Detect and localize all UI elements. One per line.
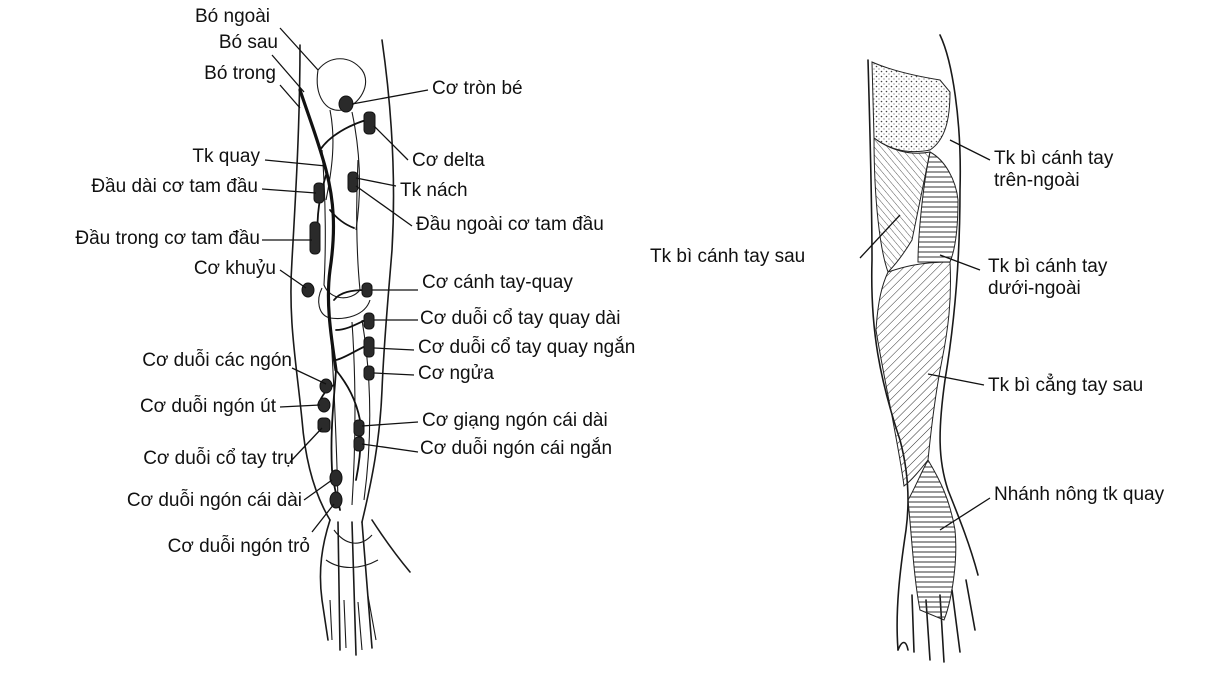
label-co-duoi-co-tay-quay-dai: Cơ duỗi cổ tay quay dài (420, 308, 620, 330)
label-tk-bi-canh-tay-sau: Tk bì cánh tay sau (650, 246, 805, 268)
label-bo-trong: Bó trong (204, 63, 276, 85)
label-co-duoi-ngon-ut: Cơ duỗi ngón út (140, 396, 276, 418)
label-co-khuyu: Cơ khuỷu (194, 258, 276, 280)
label-dau-ngoai-co-tam-dau: Đầu ngoài cơ tam đầu (416, 214, 604, 236)
label-co-tron-be: Cơ tròn bé (432, 78, 523, 100)
label-co-canh-tay-quay: Cơ cánh tay-quay (422, 272, 573, 294)
label-co-duoi-cac-ngon: Cơ duỗi các ngón (142, 350, 292, 372)
label-co-ngua: Cơ ngửa (418, 363, 494, 385)
label-co-duoi-ngon-tro: Cơ duỗi ngón trỏ (168, 536, 310, 558)
label-tk-bi-cang-tay-sau: Tk bì cẳng tay sau (988, 375, 1143, 397)
label-co-delta: Cơ delta (412, 150, 485, 172)
label-tk-quay: Tk quay (192, 146, 260, 168)
label-tk-nach: Tk nách (400, 180, 468, 202)
label-dau-trong-co-tam-dau: Đầu trong cơ tam đầu (75, 228, 260, 250)
label-co-giang-ngon-cai-dai: Cơ giạng ngón cái dài (422, 410, 608, 432)
label-bo-sau: Bó sau (219, 32, 278, 54)
label-bo-ngoai: Bó ngoài (195, 6, 270, 28)
label-nhanh-nong-tk-quay: Nhánh nông tk quay (994, 484, 1164, 506)
left-arm-outline (291, 40, 410, 655)
label-co-duoi-ngon-cai-dai: Cơ duỗi ngón cái dài (127, 490, 302, 512)
label-tk-bi-canh-tay-duoi-ngoai: Tk bì cánh tay dưới-ngoài (988, 256, 1107, 300)
label-tk-bi-canh-tay-tren-ngoai: Tk bì cánh tay trên-ngoài (994, 148, 1113, 192)
label-co-duoi-co-tay-quay-ngan: Cơ duỗi cổ tay quay ngắn (418, 337, 635, 359)
label-co-duoi-co-tay-tru: Cơ duỗi cổ tay trụ (143, 448, 294, 470)
label-co-duoi-ngon-cai-ngan: Cơ duỗi ngón cái ngắn (420, 438, 612, 460)
muscle-branch-markers (302, 96, 375, 508)
sensory-areas (872, 62, 958, 620)
label-dau-dai-co-tam-dau: Đầu dài cơ tam đầu (91, 176, 258, 198)
